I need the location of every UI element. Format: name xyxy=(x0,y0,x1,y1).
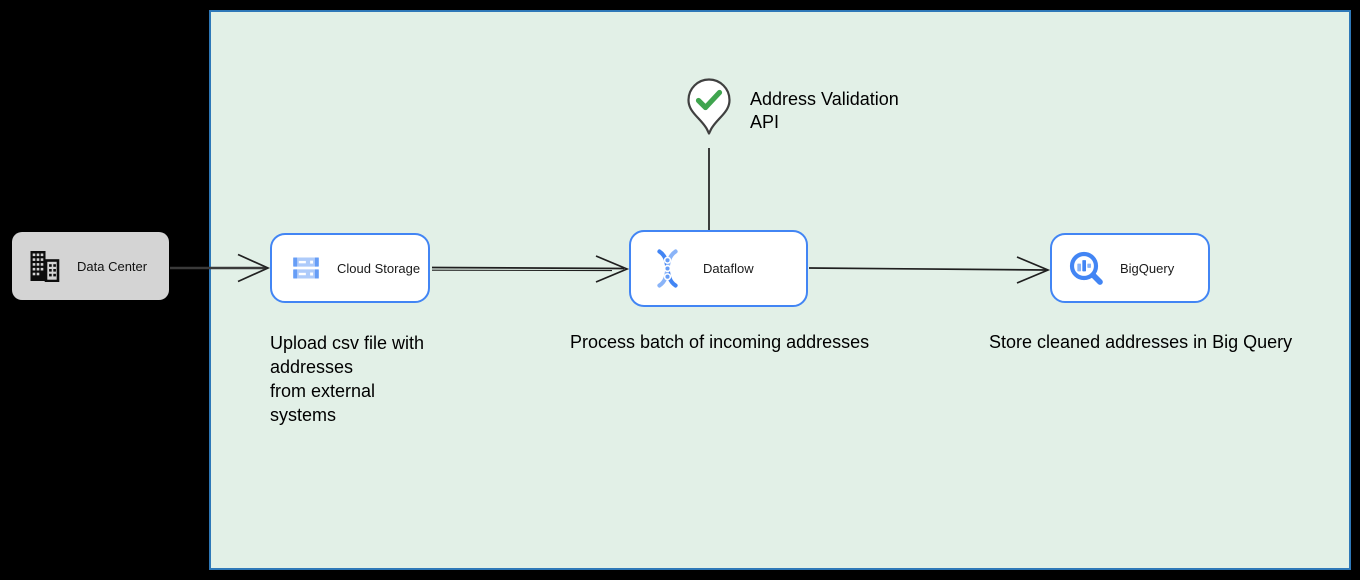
node-label: Cloud Storage xyxy=(337,260,421,276)
node-dataflow[interactable]: Dataflow xyxy=(629,230,808,307)
caption-process-batch: Process batch of incoming addresses xyxy=(570,332,870,352)
map-pin-check-icon xyxy=(686,77,732,136)
address-validation-node[interactable] xyxy=(686,77,732,136)
node-cloud-storage[interactable]: Cloud Storage xyxy=(270,233,430,303)
dataflow-icon xyxy=(646,247,689,290)
node-data-center[interactable]: Data Center xyxy=(12,232,169,300)
node-label: Dataflow xyxy=(703,261,754,276)
node-bigquery[interactable]: BigQuery xyxy=(1050,233,1210,303)
address-validation-label: Address Validation API xyxy=(750,89,899,132)
caption-store-cleaned: Store cleaned addresses in Big Query xyxy=(989,332,1293,352)
office-building-icon xyxy=(29,250,60,282)
caption-upload-csv: Upload csv file with addresses from exte… xyxy=(270,333,425,425)
node-label: BigQuery xyxy=(1120,260,1175,276)
cloud-storage-icon xyxy=(289,251,323,285)
node-label: Data Center xyxy=(77,258,148,274)
bigquery-icon xyxy=(1066,248,1106,288)
